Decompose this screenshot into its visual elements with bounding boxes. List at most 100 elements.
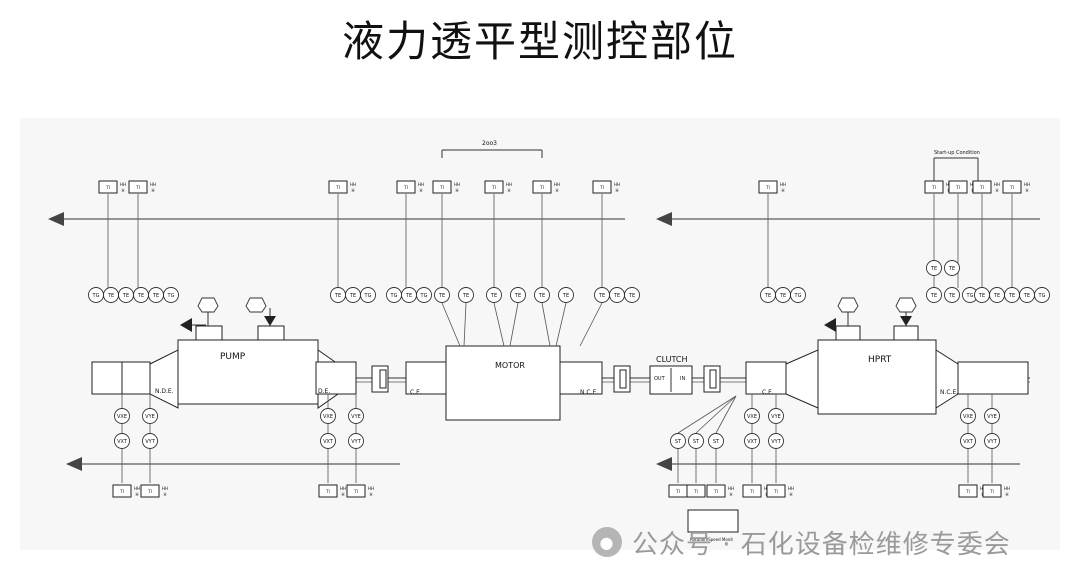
instrument-bubble — [348, 433, 364, 449]
alarm-h-tag: H — [789, 492, 792, 497]
instrument-tag: VXT — [747, 439, 758, 445]
coupling-motor-clutch — [613, 365, 631, 393]
instrument-bubble — [416, 287, 432, 303]
instrument-tag: TE — [122, 293, 129, 299]
instrument-tag: TE — [349, 293, 356, 299]
alarm-hh-tag: HH — [350, 182, 356, 187]
instrument-tag: VXE — [747, 414, 757, 420]
instrument-tag: TE — [334, 293, 341, 299]
indicator-box — [972, 180, 992, 194]
indicator-tag: TI — [713, 489, 718, 494]
alarm-hh-tag: HH — [1024, 182, 1030, 187]
indicator-box — [706, 484, 726, 498]
alarm-hh-tag: HH — [728, 486, 734, 491]
instrument-diagram: PUMP N.D.E. D.E. MOTOR C.E. N.C.E. 2oo3 — [48, 140, 1050, 542]
indicator-tag: TI — [749, 489, 754, 494]
instrument-tag: TG — [364, 293, 372, 299]
instrument-bubble — [984, 433, 1000, 449]
indicator-box — [982, 484, 1002, 498]
instrument-tag: TE — [613, 293, 620, 299]
indicator-tag: TI — [403, 185, 408, 190]
instrument-tag: TE — [948, 266, 955, 272]
indicator-box — [112, 484, 132, 498]
indicator-tag: TI — [353, 489, 358, 494]
pressure-gauge-icon — [197, 297, 219, 313]
instrument-tag: VYE — [145, 414, 155, 420]
instrument-tag: VXT — [117, 439, 128, 445]
instrument-tag: TE — [628, 293, 635, 299]
indicator-tag: TI — [979, 185, 984, 190]
indicator-tag: TI — [675, 489, 680, 494]
instrument-bubble — [744, 408, 760, 424]
alarm-hh-tag: HH — [418, 182, 424, 187]
alarm-hh-tag: HH — [780, 182, 786, 187]
instrument-tag: TE — [152, 293, 159, 299]
instrument-bubble — [944, 287, 960, 303]
instrument-tag: TE — [978, 293, 985, 299]
hprt-label: HPRT — [868, 355, 892, 365]
indicator-tag: TI — [119, 489, 124, 494]
alarm-h-tag: H — [995, 188, 998, 193]
alarm-hh-tag: HH — [554, 182, 560, 187]
indicator-box — [140, 484, 160, 498]
instrument-tag: TE — [930, 293, 937, 299]
two-of-three-label: 2oo3 — [482, 140, 497, 147]
watermark-text: 公众号 · 石化设备检维修专委会 — [632, 529, 1011, 560]
instrument-tag: TE — [993, 293, 1000, 299]
indicator-tag: TI — [491, 185, 496, 190]
indicator-tag: TI — [539, 185, 544, 190]
alarm-hh-tag: HH — [454, 182, 460, 187]
indicator-tag: TI — [931, 185, 936, 190]
instrument-tag: TE — [764, 293, 771, 299]
instrument-tag: TG — [390, 293, 398, 299]
alarm-h-tag: H — [163, 492, 166, 497]
alarm-hh-tag: HH — [150, 182, 156, 187]
indicator-box — [396, 180, 416, 194]
arrow-left-icon — [48, 212, 64, 226]
indicator-box — [318, 484, 338, 498]
instrument-tags: TIHHHTIHHHTIHHHTIHHHTIHHHTIHHHTIHHHTIHHH… — [88, 180, 1050, 498]
alarm-h-tag: H — [135, 492, 138, 497]
pressure-gauge-icon — [895, 297, 917, 313]
indicator-box — [128, 180, 148, 194]
alarm-h-tag: H — [507, 188, 510, 193]
instrument-bubble — [434, 287, 450, 303]
instrument-tag: TG — [794, 293, 802, 299]
instrument-tag: TE — [948, 293, 955, 299]
instrument-bubble — [510, 287, 526, 303]
diagram-sheet: PUMP N.D.E. D.E. MOTOR C.E. N.C.E. 2oo3 — [20, 118, 1060, 550]
indicator-tag: TI — [955, 185, 960, 190]
indicator-tag: TI — [965, 489, 970, 494]
indicator-tag: TI — [693, 489, 698, 494]
instrument-tag: VYT — [771, 439, 781, 445]
instrument-bubble — [768, 433, 784, 449]
pressure-gauge-icon — [837, 297, 859, 313]
instrument-tag: TG — [92, 293, 100, 299]
instrument-tag: TE — [930, 266, 937, 272]
watermark: ● 公众号 · 石化设备检维修专委会 — [592, 524, 1011, 560]
alarm-h-tag: H — [1005, 492, 1008, 497]
alarm-h-tag: H — [615, 188, 618, 193]
pump-assembly: PUMP N.D.E. D.E. — [91, 297, 357, 409]
instrument-tag: TE — [405, 293, 412, 299]
instrument-bubble — [768, 408, 784, 424]
instrument-bubble — [670, 433, 686, 449]
arrow-left-icon — [180, 318, 192, 332]
instrument-bubble — [688, 433, 704, 449]
instrument-bubble — [926, 287, 942, 303]
arrow-down-icon — [900, 316, 912, 326]
instrument-bubble — [114, 408, 130, 424]
alarm-hh-tag: HH — [120, 182, 126, 187]
instrument-bubble — [1034, 287, 1050, 303]
alarm-h-tag: H — [341, 492, 344, 497]
instrument-tag: TG — [966, 293, 974, 299]
indicator-tag: TI — [325, 489, 330, 494]
clutch-label: CLUTCH — [656, 355, 688, 364]
instrument-tag: TE — [137, 293, 144, 299]
coupling-clutch-hprt — [703, 365, 721, 393]
coupling-pump-motor — [371, 365, 389, 393]
instrument-tag: TG — [420, 293, 428, 299]
indicator-box — [328, 180, 348, 194]
instrument-tag: VYE — [771, 414, 781, 420]
instrument-tag: VXT — [963, 439, 974, 445]
